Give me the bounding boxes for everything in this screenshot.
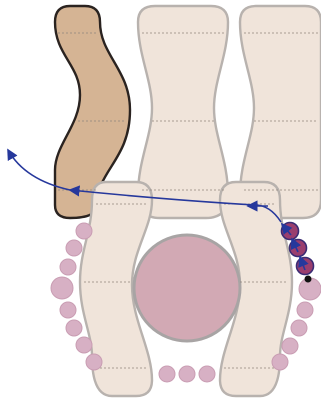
nucleus [134, 235, 240, 341]
purple-particle [297, 258, 314, 275]
pink-dot [199, 366, 215, 382]
pink-dot [60, 259, 76, 275]
pink-dot [60, 302, 76, 318]
pink-dot [66, 320, 82, 336]
pink-dot [51, 277, 73, 299]
pink-dot [179, 366, 195, 382]
pink-dot [282, 338, 298, 354]
pink-dot [66, 240, 82, 256]
top-center-cell [138, 6, 228, 218]
purple-particle [282, 223, 299, 240]
pink-dot [76, 223, 92, 239]
pink-dot [291, 320, 307, 336]
pink-dot [86, 354, 102, 370]
pink-dot [297, 302, 313, 318]
purple-particle [290, 240, 307, 257]
pink-dot [272, 354, 288, 370]
pink-dot [76, 337, 92, 353]
pink-dot [159, 366, 175, 382]
end-dot [305, 276, 312, 283]
